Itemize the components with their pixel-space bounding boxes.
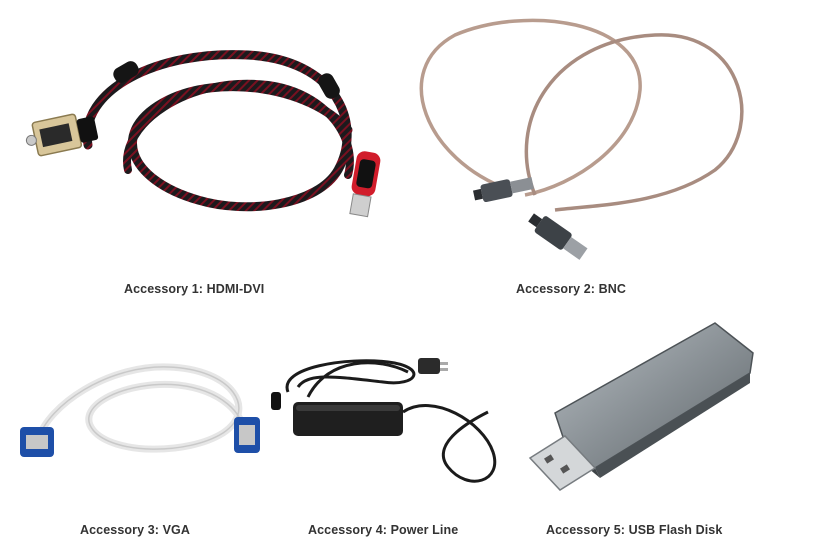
hdmi-dvi-cable-icon <box>25 50 381 218</box>
bnc-cable-icon <box>419 18 744 260</box>
accessory-5-caption: Accessory 5: USB Flash Disk <box>546 523 723 537</box>
accessory-2-caption: Accessory 2: BNC <box>516 282 626 296</box>
vga-cable-icon <box>20 363 260 457</box>
accessory-3-caption: Accessory 3: VGA <box>80 523 190 537</box>
accessory-1-caption: Accessory 1: HDMI-DVI <box>124 282 265 296</box>
usb-flash-disk-icon <box>528 322 754 491</box>
power-adapter-icon <box>271 358 497 483</box>
accessory-4-caption: Accessory 4: Power Line <box>308 523 459 537</box>
